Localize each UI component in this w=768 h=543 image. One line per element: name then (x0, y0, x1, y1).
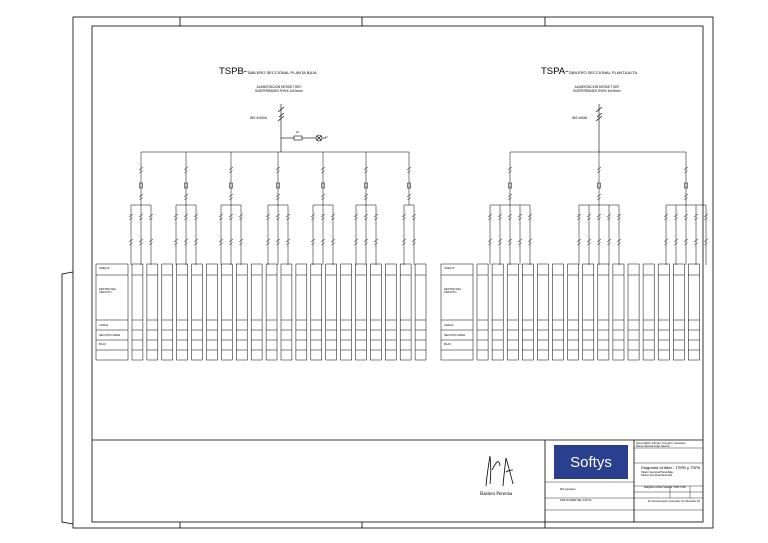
tspb-fuse-label: 2A (296, 131, 299, 134)
drawing-sub2: Tablero Seccional Planta Alta (641, 474, 672, 477)
tspb-feed-line1: ALIMENTACION DESDE TGBT (256, 85, 302, 89)
brand-name: Softys (570, 453, 612, 471)
tspb-title-main: TSPB- (219, 66, 247, 77)
client-block: Nuevo Edificio Oficinas, Comedor y Vestu… (636, 442, 685, 448)
tspb-row-low: BAJO (99, 343, 106, 346)
tspb-schematic (141, 104, 409, 153)
tspa-row-low: BAJO (444, 343, 451, 346)
circuit-column (567, 263, 579, 361)
circuit-column (161, 263, 173, 361)
tspa-title-sub: TABLERO SECCIONAL PLANTA ALTA (568, 70, 638, 75)
tspb-row-load: CARGA (99, 324, 109, 327)
rcd-block (229, 182, 233, 189)
sheet-frame (61, 16, 714, 529)
tspa-branches (487, 152, 709, 265)
circuit-column (673, 263, 685, 361)
rcd-block (597, 182, 601, 189)
signature-scribble (485, 455, 514, 487)
project-name: Ethi Ingeniería (560, 488, 576, 491)
tspa-table (440, 263, 700, 361)
tspa-schematic (510, 104, 686, 153)
circuit-column (476, 263, 489, 361)
circuit-column (221, 263, 233, 361)
tspa-row-line: LÍNEA N° (444, 267, 455, 270)
rcd-block (364, 182, 368, 189)
rcd-block (321, 182, 325, 189)
circuit-column (385, 263, 397, 361)
tspa-row-load: CARGA (444, 324, 454, 327)
tspb-row-line: LÍNEA N° (99, 267, 110, 270)
circuit-column (146, 263, 159, 361)
circuit-column (657, 263, 670, 361)
contractor-name: DIAZ ALVAREZ DEL SUR SA (560, 499, 592, 502)
circuit-column (236, 263, 248, 361)
tspb-feed-line2: SUBTERRANEO RVKK 4x10mm² (255, 88, 303, 93)
softys-logo: Softys (554, 445, 628, 479)
rcd-block (407, 182, 411, 189)
tspb-title-sub: TABLERO SECCIONAL PLANTA BAJA (246, 70, 317, 75)
title-note: Sin documentación reservada. Sin Liberac… (648, 500, 701, 503)
circuit-column (552, 263, 564, 361)
circuit-column (522, 263, 534, 361)
tspa-row-dest: DESTINO DEL CIRCUITO (444, 288, 462, 294)
circuit-column (414, 263, 427, 361)
tspa-main-breaker: INS 4x63A (572, 116, 588, 120)
tspb-row-dest: DESTINO DEL CIRCUITO (99, 288, 117, 294)
circuit-column (295, 263, 308, 361)
client-line2: Planta Industrial Softys Naschel (636, 445, 670, 448)
circuit-column (582, 263, 595, 361)
circuit-column (642, 263, 655, 361)
tspa-title: TSPA-TABLERO SECCIONAL PLANTA ALTA (541, 66, 637, 77)
circuit-column (340, 263, 352, 361)
circuit-column (176, 263, 188, 361)
tspb-feed: ALIMENTACION DESDE TGBT SUBTERRANEO RVKK… (242, 85, 316, 94)
circuit-column (265, 263, 278, 361)
tspa-feed-line2: SUBTERRANEO RVKK 4x10mm² (573, 88, 621, 93)
circuit-column (399, 263, 412, 361)
tspb-row-section: SECCIÓN CABLE (99, 334, 121, 337)
tspb-branches (128, 152, 417, 265)
signature-caption: Bastien Perenna (480, 492, 513, 497)
circuit-column (131, 263, 144, 361)
drawing-title: Diagrama Unifilar - TSPB y TSPA (641, 465, 701, 470)
circuit-column (491, 263, 504, 361)
circuit-column (612, 263, 625, 361)
tspb-lamp-label: x3 (325, 136, 328, 139)
circuit-column (627, 263, 640, 361)
title-block-grid (545, 447, 703, 511)
tspa-title-main: TSPA- (541, 66, 569, 77)
circuit-column (206, 263, 218, 361)
rcd-block (684, 182, 688, 189)
drawing-subtitles: Tablero Seccional Planta Baja Tablero Se… (641, 471, 673, 477)
tspb-table (95, 263, 427, 361)
drawing-name: Diagrama Unifilar Tableros TSPB-TSPA (644, 486, 686, 489)
circuit-column (310, 263, 322, 361)
circuit-column (250, 263, 263, 361)
tspb-title: TSPB-TABLERO SECCIONAL PLANTA BAJA (219, 66, 317, 77)
tspa-row-section: SECCIÓN CABLE (444, 334, 466, 337)
circuit-column (280, 263, 293, 361)
circuit-column (688, 263, 700, 361)
circuit-column (597, 263, 610, 361)
rcd-block (139, 182, 143, 189)
tspa-feed-line1: ALIMENTACION DESDE TGBT (574, 85, 620, 89)
circuit-column (325, 263, 337, 361)
circuit-column (370, 263, 382, 361)
rcd-block (184, 182, 188, 189)
rcd-block (276, 182, 280, 189)
rcd-block (508, 182, 512, 189)
tspb-main-breaker: INS 4x100A (250, 116, 268, 120)
circuit-column (537, 263, 549, 361)
circuit-column (191, 263, 203, 361)
client-line1: Nuevo Edificio Oficinas, Comedor y Vestu… (636, 442, 686, 445)
drawing-sub1: Tablero Seccional Planta Baja (641, 471, 673, 474)
tspa-feed: ALIMENTACION DESDE TGBT SUBTERRANEO RVKK… (560, 85, 634, 94)
circuit-column (506, 263, 519, 361)
circuit-column (355, 263, 367, 361)
